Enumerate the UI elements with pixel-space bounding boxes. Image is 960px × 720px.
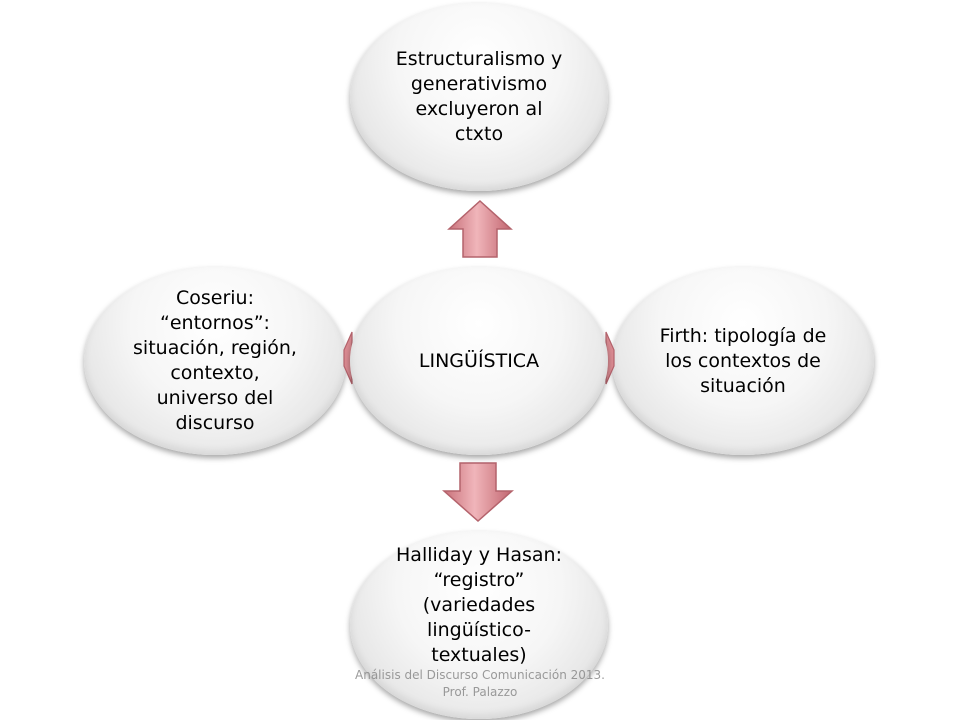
- node-left-line: situación, región,: [133, 337, 297, 359]
- footer-line: Análisis del Discurso Comunicación 2013.: [355, 668, 605, 682]
- node-top-text: Estructuralismo y generativismo excluyer…: [396, 47, 562, 147]
- node-top-line: ctxto: [454, 123, 504, 145]
- node-center-label: LINGÜÍSTICA: [418, 349, 540, 372]
- footer-line: Prof. Palazzo: [442, 685, 518, 699]
- node-right-line: Firth: tipología de: [659, 324, 827, 347]
- node-right-line: situación: [700, 374, 786, 397]
- slide-footer: Análisis del Discurso Comunicación 2013.…: [330, 667, 630, 701]
- arrow-up-icon: [447, 199, 513, 258]
- node-bottom-line: lingüístico-: [427, 618, 531, 641]
- node-bottom-text: Halliday y Hasan: “registro” (variedades…: [396, 543, 562, 668]
- arrow-down-icon: [442, 462, 514, 523]
- node-top-estructuralismo: Estructuralismo y generativismo excluyer…: [350, 3, 608, 191]
- node-left-line: “entornos”:: [160, 312, 270, 334]
- node-bottom-line: Halliday y Hasan:: [396, 543, 562, 566]
- node-left-coseriu: Coseriu: “entornos”: situación, región, …: [84, 267, 346, 455]
- node-left-line: universo del: [156, 387, 274, 409]
- node-left-text: Coseriu: “entornos”: situación, región, …: [133, 286, 297, 436]
- node-bottom-line: “registro”: [433, 568, 525, 591]
- node-bottom-line: (variedades: [422, 593, 536, 616]
- node-right-text: Firth: tipología de los contextos de sit…: [660, 324, 827, 399]
- node-center-linguistica: LINGÜÍSTICA: [350, 267, 608, 455]
- node-left-line: Coseriu:: [175, 287, 254, 309]
- node-right-firth: Firth: tipología de los contextos de sit…: [612, 267, 874, 455]
- node-top-line: generativismo: [410, 73, 548, 95]
- node-bottom-line: textuales): [431, 643, 527, 666]
- node-top-line: Estructuralismo y: [395, 48, 563, 70]
- node-bottom-halliday: Halliday y Hasan: “registro” (variedades…: [350, 531, 608, 719]
- node-top-line: excluyeron al: [415, 98, 543, 120]
- node-left-line: contexto,: [170, 362, 260, 384]
- node-right-line: los contextos de: [665, 349, 821, 372]
- node-left-line: discurso: [175, 412, 255, 434]
